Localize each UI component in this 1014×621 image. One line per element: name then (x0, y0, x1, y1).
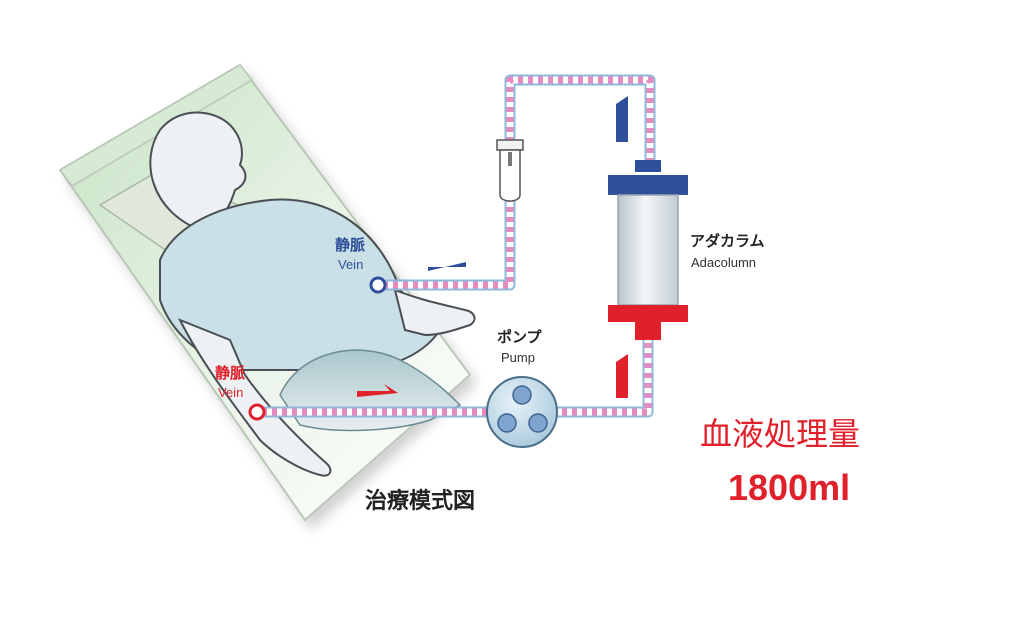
adacolumn-top-cap (608, 175, 688, 195)
blood-volume-value: 1800ml (728, 467, 851, 508)
right-arrow-icon (357, 384, 398, 397)
up-arrow-icon (616, 96, 628, 142)
patient-left-arm (177, 318, 332, 477)
adacolumn-body (617, 194, 679, 306)
patient-head (149, 111, 247, 232)
vein-draw-port (248, 403, 266, 421)
vein-return-port (369, 276, 387, 294)
pump-roller (512, 385, 532, 405)
drip-chamber-body (499, 149, 521, 202)
pump-roller (497, 413, 517, 433)
adacolumn-jp-label: アダカラム (690, 232, 765, 250)
bed-headboard (58, 64, 254, 187)
diagram-caption: 治療模式図 (365, 489, 476, 514)
blood-volume-label: 血液処理量 (700, 415, 861, 453)
adacolumn-bottom-cap (608, 305, 688, 322)
patient-right-hand (393, 288, 476, 337)
tubing (262, 74, 656, 418)
patient (98, 111, 476, 477)
pump-jp-label: ポンプ (497, 328, 542, 346)
vein-lower-en-label: Vein (218, 385, 244, 400)
tube-draw-blood (262, 340, 652, 416)
vein-upper-en-label: Vein (338, 257, 364, 272)
pump (486, 376, 558, 448)
pump-en-label: Pump (501, 350, 535, 365)
tube-return-blood (383, 76, 654, 289)
pump-roller (528, 413, 548, 433)
drip-chamber (496, 139, 524, 202)
adacolumn-en-label: Adacolumn (691, 255, 757, 270)
adacolumn-bottom-nozzle (635, 322, 661, 340)
adacolumn-top-nozzle (635, 160, 661, 172)
drip-chamber-needle (508, 152, 512, 166)
vein-lower-jp-label: 静脈 (215, 364, 246, 382)
adacolumn (608, 160, 688, 340)
vein-upper-jp-label: 静脈 (335, 236, 366, 254)
up-arrow-icon (616, 354, 628, 398)
left-arrow-icon (428, 262, 466, 271)
drip-chamber-cap (496, 139, 524, 151)
